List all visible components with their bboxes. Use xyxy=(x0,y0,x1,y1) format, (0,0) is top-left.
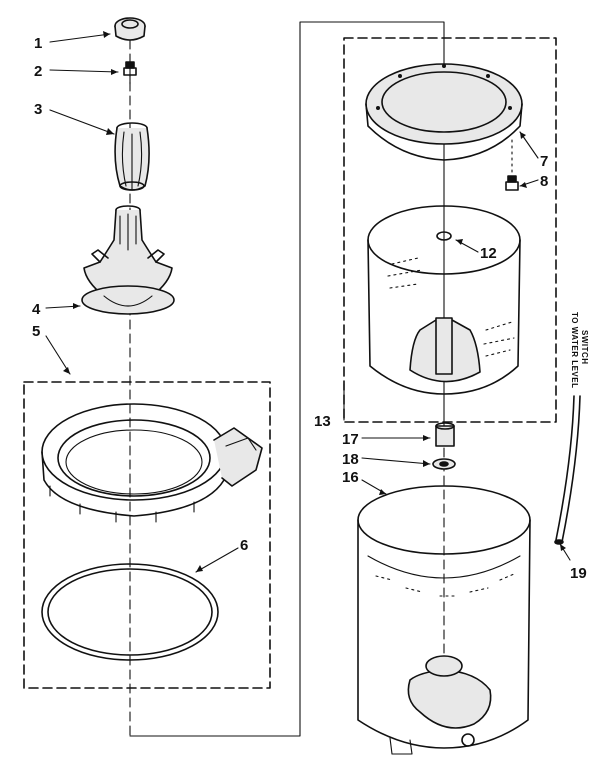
callout-8: 8 xyxy=(540,173,548,190)
callout-3: 3 xyxy=(34,101,42,118)
part-cap xyxy=(114,17,146,41)
part-sleeve xyxy=(114,122,150,191)
callout-18: 18 xyxy=(342,451,359,468)
connector-line xyxy=(129,21,445,737)
callout-12: 12 xyxy=(480,245,497,262)
callout-13: 13 xyxy=(314,413,331,430)
leader-lines xyxy=(45,31,571,573)
part-screw xyxy=(505,139,519,191)
part-balance-ring xyxy=(365,63,523,161)
callout-4: 4 xyxy=(32,301,41,318)
callout-17: 17 xyxy=(342,431,359,448)
callout-16: 16 xyxy=(342,469,359,486)
part-agitator xyxy=(81,205,175,315)
part-hose xyxy=(554,395,581,545)
part-bolt xyxy=(123,61,137,85)
part-basket xyxy=(367,205,521,395)
callout-1: 1 xyxy=(34,35,42,52)
callout-2: 2 xyxy=(34,63,42,80)
note-line-1: TO WATER LEVEL xyxy=(570,312,579,388)
callout-19: 19 xyxy=(570,565,587,582)
callout-numbers: 1 2 3 4 5 6 7 8 12 13 16 17 18 19 xyxy=(32,35,587,582)
callout-6: 6 xyxy=(240,537,248,554)
group-box-13 xyxy=(343,37,557,423)
callout-5: 5 xyxy=(32,323,40,340)
note-line-2: SWITCH xyxy=(580,330,589,365)
group-box-5 xyxy=(23,381,271,689)
part-outer-tub xyxy=(357,485,531,755)
water-level-note: TO WATER LEVEL SWITCH xyxy=(570,312,589,388)
part-gasket xyxy=(41,563,219,661)
part-tub-ring xyxy=(41,403,263,523)
part-hub-nut xyxy=(435,422,455,447)
part-washer xyxy=(432,458,456,470)
callout-7: 7 xyxy=(540,153,548,170)
